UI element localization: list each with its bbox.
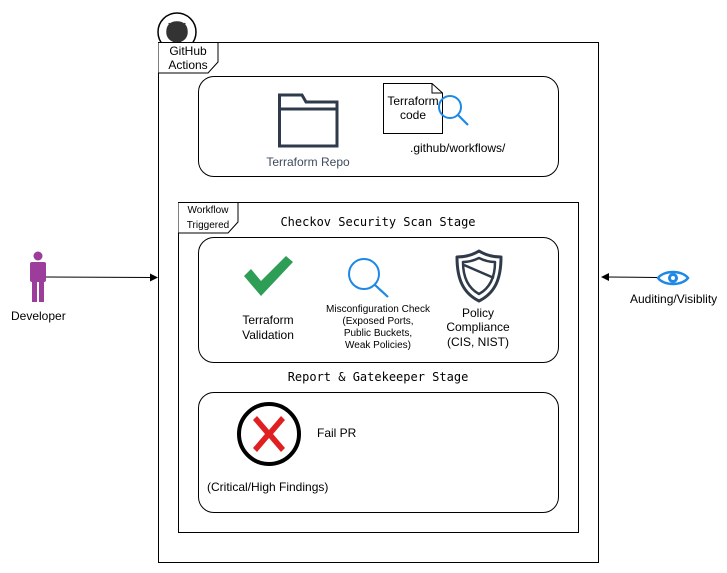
github-actions-label-line1: GitHub [169, 44, 207, 58]
validation-label: Terraform Validation [218, 313, 318, 342]
fail-pr-label: Fail PR [317, 426, 357, 440]
policy-line2: Compliance [446, 320, 510, 334]
auditing-label: Auditing/Visiblity [630, 292, 718, 306]
workflows-path-label: .github/workflows/ [410, 141, 506, 155]
misconfiguration-label: Misconfiguration Check (Exposed Ports, P… [318, 304, 438, 352]
misconfig-line2: (Exposed Ports, [342, 316, 414, 327]
workflow-tag-line2: Triggered [186, 220, 230, 231]
fail-x-icon [235, 400, 303, 468]
workflow-tag-line1: Workflow [187, 205, 229, 216]
code-label-line1: Terraform [387, 94, 439, 108]
terraform-code-note: Terraform code [383, 83, 443, 134]
policy-line3: (CIS, NIST) [447, 335, 509, 349]
misconfig-line4: Weak Policies) [345, 340, 411, 351]
checkmark-icon [242, 254, 294, 298]
developer-icon [27, 251, 49, 303]
checkov-stage-title: Checkov Security Scan Stage [280, 215, 476, 229]
findings-label: (Critical/High Findings) [207, 480, 329, 494]
policy-label: Policy Compliance (CIS, NIST) [428, 306, 528, 349]
shield-icon [455, 249, 503, 303]
policy-line1: Policy [461, 306, 494, 320]
github-actions-tag: GitHub Actions [158, 42, 220, 74]
misconfig-line3: Public Buckets, [343, 328, 413, 339]
code-label-line2: code [399, 108, 427, 122]
github-actions-label-line2: Actions [168, 58, 208, 72]
repo-label: Terraform Repo [266, 155, 350, 169]
validation-line1: Terraform [242, 313, 294, 327]
repo-section [198, 76, 559, 177]
eye-icon [656, 268, 690, 288]
validation-line2: Validation [242, 328, 294, 342]
developer-arrow [45, 270, 160, 284]
search-icon [436, 93, 470, 127]
folder-icon [278, 93, 340, 148]
github-logo-icon [157, 12, 197, 52]
auditing-arrow [599, 270, 659, 284]
misconfiguration-search-icon [345, 256, 391, 300]
workflow-triggered-tag: Workflow Triggered [178, 202, 240, 234]
misconfig-line1: Misconfiguration Check [326, 304, 430, 315]
developer-label: Developer [11, 309, 66, 323]
report-stage-title: Report & Gatekeeper Stage [287, 370, 469, 384]
